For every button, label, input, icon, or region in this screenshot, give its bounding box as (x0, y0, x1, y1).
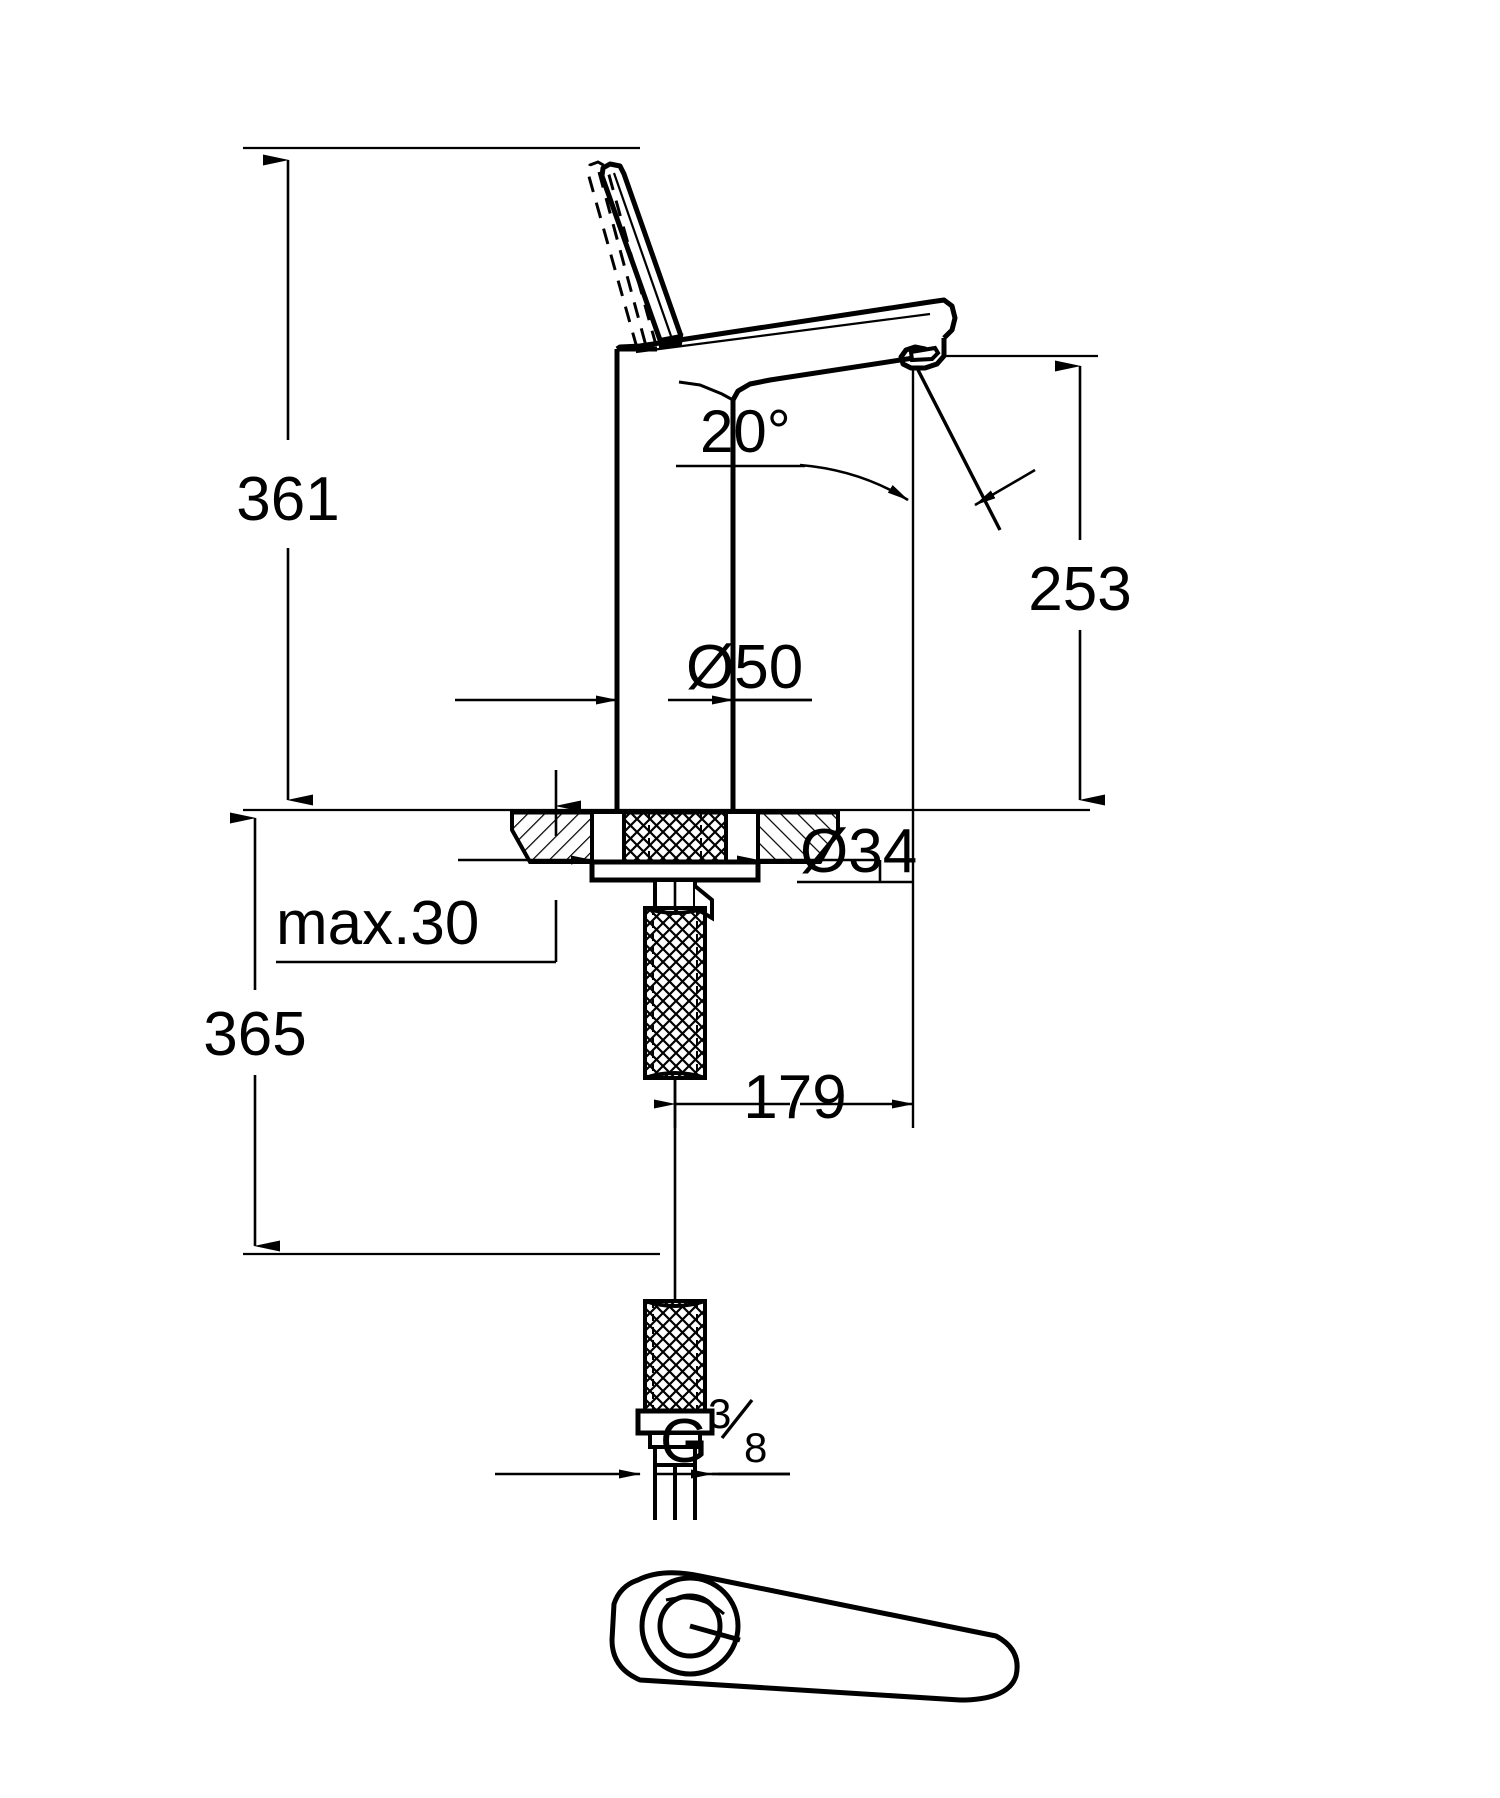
dimension-20deg: 20° (676, 365, 1036, 820)
flex-hose-lower (643, 1299, 707, 1413)
dimension-label-361: 361 (236, 465, 339, 534)
dimension-d34: Ø34 (458, 817, 917, 886)
angle-arrow-right (974, 468, 1036, 507)
lever-handle-dashed (586, 160, 658, 349)
dimension-179: 179 (654, 820, 915, 1132)
dimension-label-253: 253 (1028, 555, 1131, 624)
annotation-g38: G 3 8 (495, 1390, 790, 1479)
flex-hose-upper (643, 906, 707, 1080)
dimension-label-179: 179 (743, 1063, 846, 1132)
mounting-assembly (510, 809, 840, 922)
loose-lever (609, 1570, 1020, 1703)
lever-handle-raised (599, 161, 684, 350)
dimension-365: 365 (203, 812, 660, 1256)
fraction-slash (720, 1398, 754, 1440)
spout-head (615, 297, 958, 402)
dimension-label-max30: max.30 (276, 889, 479, 958)
annotation-label-g: G (660, 1407, 708, 1476)
dimension-label-20deg: 20° (700, 398, 791, 465)
dimension-253: 253 (944, 354, 1132, 806)
dimension-d50: Ø50 (455, 633, 812, 705)
annotation-label-g-denominator: 8 (744, 1424, 767, 1471)
dimension-max30: max.30 (276, 770, 581, 964)
angle-arrow-left (799, 463, 909, 502)
dimension-361: 361 (236, 146, 640, 806)
dimension-label-d50: Ø50 (686, 633, 803, 702)
dimension-label-365: 365 (203, 1000, 306, 1069)
dimension-label-d34: Ø34 (800, 817, 917, 886)
annotation-label-g-numerator: 3 (708, 1390, 731, 1437)
